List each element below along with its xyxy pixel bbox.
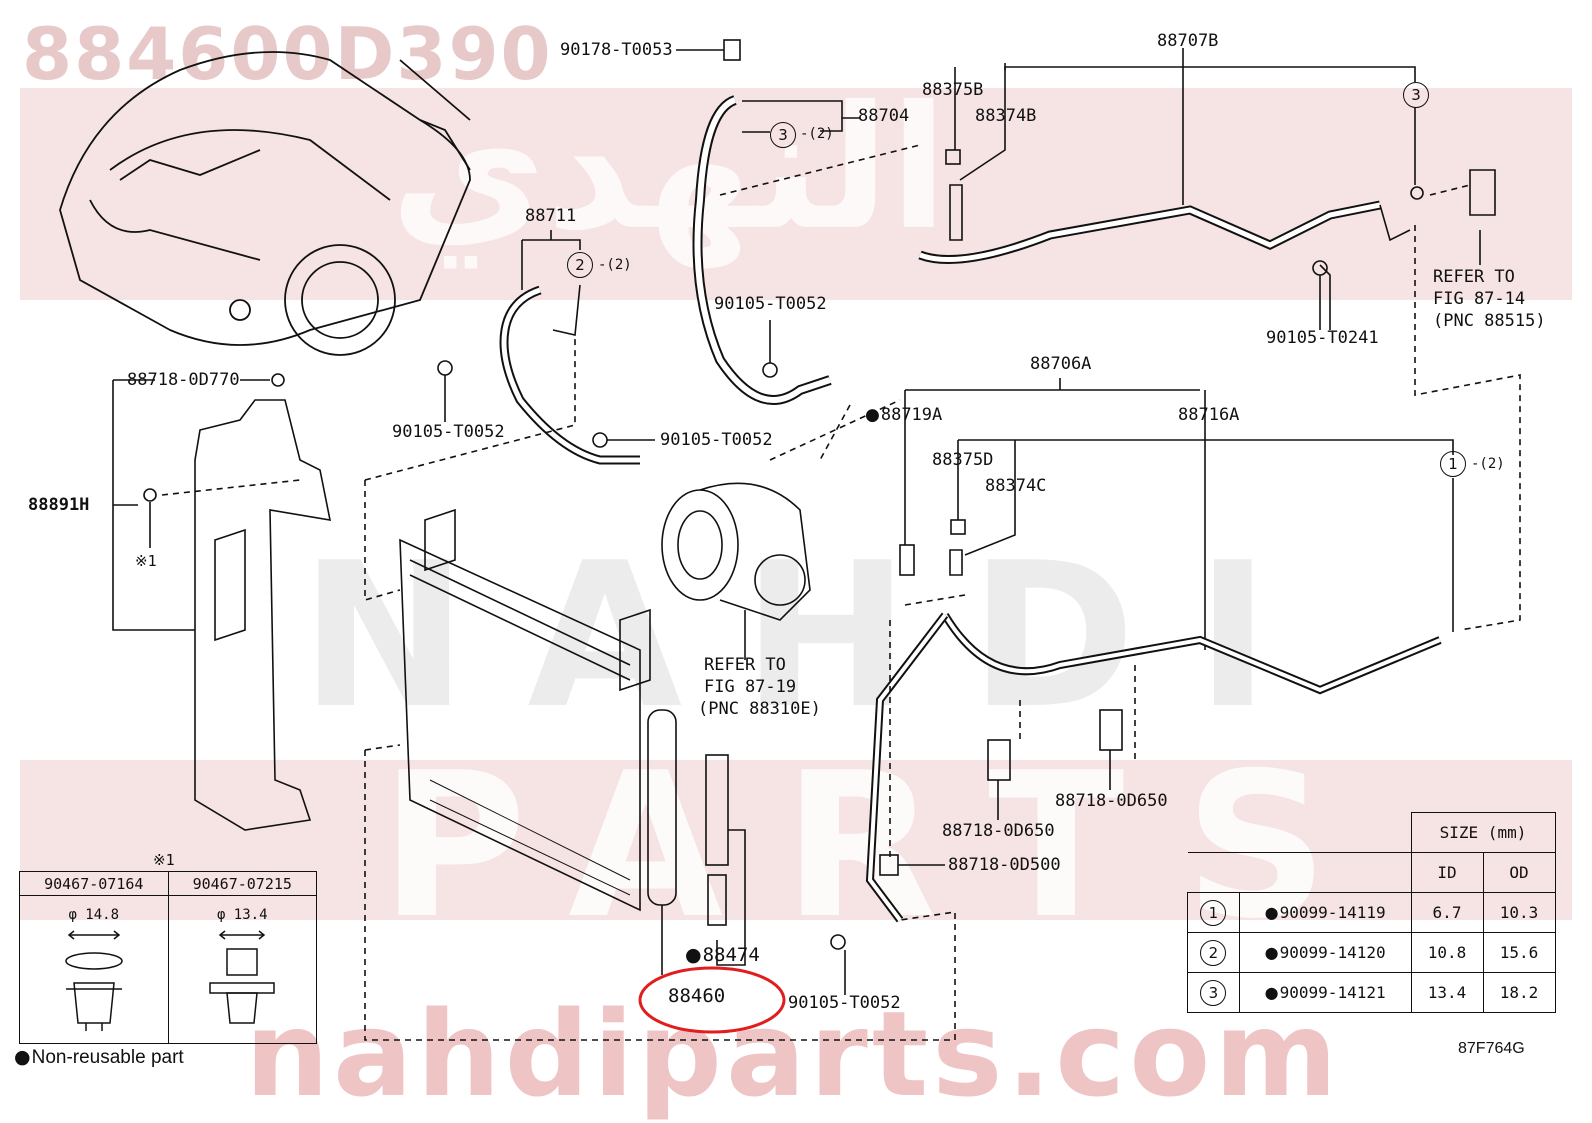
- size-row-1-num: 1: [1200, 899, 1227, 926]
- size-row-3-id: 13.4: [1410, 972, 1484, 1013]
- label-refer-fig-87-14-l2: FIG 87-14: [1433, 289, 1526, 309]
- clip-col-2: 90467-07215: [167, 871, 317, 896]
- size-row-2-id: 10.8: [1410, 932, 1484, 973]
- label-88718-0d770: 88718-0D770: [127, 370, 240, 390]
- label-refer-fig-87-19-l2: FIG 87-19: [704, 677, 797, 697]
- label-refer-fig-87-19-l1: REFER TO: [704, 655, 786, 675]
- label-88374b: 88374B: [975, 106, 1037, 126]
- size-row-1-od: 10.3: [1482, 892, 1556, 933]
- size-table-id: ID: [1410, 852, 1484, 893]
- watermark-parts: PARTS: [380, 730, 1389, 963]
- label-88375d: 88375D: [932, 450, 994, 470]
- reservoir-art: [194, 399, 332, 831]
- label-88474: 88474: [685, 946, 760, 965]
- size-row-3-num: 3: [1200, 979, 1227, 1006]
- label-90105-t0052-c: 90105-T0052: [660, 430, 773, 450]
- label-88375b: 88375B: [922, 80, 984, 100]
- size-row-2-num: 2: [1200, 939, 1227, 966]
- label-note-star: ※1: [135, 552, 157, 570]
- diagram-art: [59, 39, 1521, 1041]
- clip-cell-2: φ 13.4: [167, 895, 317, 1044]
- callout-1-88716a: 1: [1440, 451, 1466, 477]
- label-88711: 88711: [525, 206, 577, 226]
- label-88718-0d650-a: 88718-0D650: [1055, 791, 1168, 811]
- size-table-od: OD: [1482, 852, 1556, 893]
- callout-3-88704: 3: [770, 122, 796, 148]
- size-table-blank: [1187, 812, 1412, 853]
- table-row: 1 90099-14119 6.7 10.3: [1187, 892, 1556, 933]
- label-88704: 88704: [858, 106, 910, 126]
- table-row: 3 90099-14121 13.4 18.2: [1187, 972, 1556, 1013]
- size-row-1-id: 6.7: [1410, 892, 1484, 933]
- clip-dim-1: φ 14.8: [68, 907, 120, 923]
- clip-icon-1: [65, 930, 123, 1031]
- label-88716a: 88716A: [1178, 405, 1240, 425]
- label-refer-fig-87-14-l3: (PNC 88515): [1433, 311, 1546, 331]
- size-row-3-part: 90099-14121: [1238, 972, 1412, 1013]
- label-88719a: 88719A: [865, 407, 942, 424]
- clip-cell-1: φ 14.8: [19, 895, 169, 1044]
- label-90105-t0052-a: 90105-T0052: [714, 294, 827, 314]
- label-88891h: 88891H: [28, 495, 90, 515]
- label-refer-fig-87-19-l3: (PNC 88310E): [698, 699, 821, 719]
- vehicle-outline: [59, 51, 471, 356]
- clip-table: 90467-07164 90467-07215 φ 14.8 φ 13.4: [19, 871, 317, 1044]
- label-88706a: 88706A: [1030, 354, 1092, 374]
- clip-icon-2: [209, 930, 275, 1024]
- table-row: 2 90099-14120 10.8 15.6: [1187, 932, 1556, 973]
- callout-qty-88704: -(2): [800, 126, 834, 142]
- callout-2-88711: 2: [567, 252, 593, 278]
- callout-qty-88716a: -(2): [1471, 456, 1505, 472]
- condenser-art: [364, 508, 956, 1041]
- label-88718-0d500: 88718-0D500: [948, 855, 1061, 875]
- label-90105-t0241: 90105-T0241: [1266, 328, 1379, 348]
- label-88460: 88460: [668, 985, 726, 1007]
- label-refer-fig-87-14-l1: REFER TO: [1433, 267, 1515, 287]
- watermark-part-number: 884600D390: [22, 12, 553, 96]
- label-88718-0d650-b: 88718-0D650: [942, 821, 1055, 841]
- clip-dim-2: φ 13.4: [216, 907, 268, 923]
- callout-3-88707b: 3: [1403, 82, 1429, 108]
- watermark-arabic: النهدي: [390, 70, 948, 268]
- size-row-1-part: 90099-14119: [1238, 892, 1412, 933]
- callout-qty-88711: -(2): [598, 257, 632, 273]
- watermark-nahdi: NAHDI: [300, 520, 1330, 753]
- bolt-icons: [437, 260, 1328, 995]
- clip-col-1: 90467-07164: [19, 871, 169, 896]
- label-88707b: 88707B: [1157, 31, 1219, 51]
- label-90105-t0052-d: 90105-T0052: [788, 993, 901, 1013]
- figure-id: 87F764G: [1458, 1040, 1525, 1057]
- clip-table-note: ※1: [153, 851, 175, 869]
- label-90105-t0052-b: 90105-T0052: [392, 422, 505, 442]
- size-table-blank-2: [1187, 852, 1412, 893]
- size-row-3-od: 18.2: [1482, 972, 1556, 1013]
- label-90178-t0053: 90178-T0053: [560, 40, 673, 60]
- size-table-title: SIZE (mm): [1410, 812, 1556, 853]
- legend-non-reusable: Non-reusable part: [14, 1046, 184, 1069]
- size-row-2-od: 15.6: [1482, 932, 1556, 973]
- size-table: SIZE (mm) ID OD 1 90099-14119 6.7 10.3 2…: [1187, 812, 1556, 1013]
- label-88374c: 88374C: [985, 476, 1047, 496]
- compressor-art: [661, 482, 811, 660]
- size-row-2-part: 90099-14120: [1238, 932, 1412, 973]
